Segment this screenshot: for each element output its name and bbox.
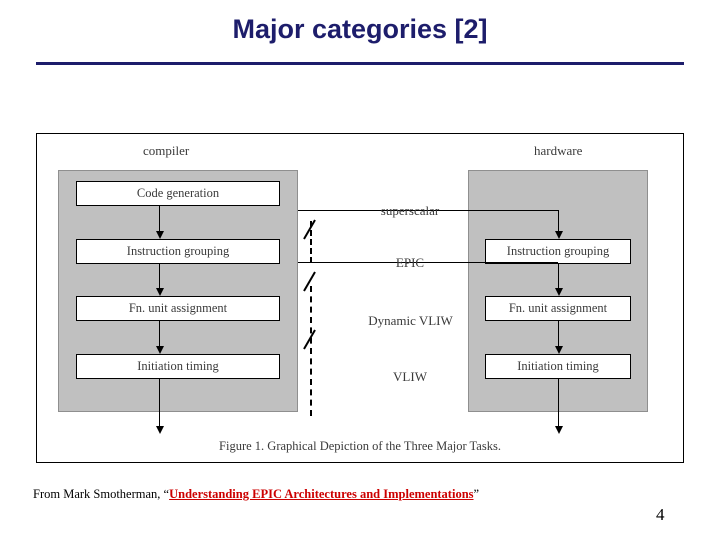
boundary-dashed-upper xyxy=(310,221,312,263)
stage-box-instruction-grouping-left: Instruction grouping xyxy=(76,239,280,264)
flow-arrow-left-3 xyxy=(155,321,164,354)
stage-box-initiation-timing-right: Initiation timing xyxy=(485,354,631,379)
connector-superscalar xyxy=(298,210,558,211)
category-label-superscalar: superscalar xyxy=(380,203,440,218)
page-title: Major categories [2] xyxy=(232,14,488,44)
flow-arrow-left-2 xyxy=(155,264,164,296)
source-link[interactable]: Understanding EPIC Architectures and Imp… xyxy=(169,487,474,501)
figure-container: compiler hardware Code generation Instru… xyxy=(36,133,684,463)
category-label-dynamic-vliw: Dynamic VLIW xyxy=(368,313,453,328)
title-divider xyxy=(36,62,684,65)
column-header-hardware: hardware xyxy=(534,143,583,158)
stage-box-initiation-timing-left: Initiation timing xyxy=(76,354,280,379)
flow-arrow-left-1 xyxy=(155,206,164,239)
flow-arrow-left-4 xyxy=(155,379,164,434)
category-label-epic: EPIC xyxy=(395,255,425,270)
source-attribution: From Mark Smotherman, “Understanding EPI… xyxy=(33,487,479,502)
stage-box-instruction-grouping-right: Instruction grouping xyxy=(485,239,631,264)
page-number: 4 xyxy=(656,505,665,524)
flow-arrow-right-3 xyxy=(554,321,563,354)
connector-epic xyxy=(298,262,558,263)
flow-arrow-right-4 xyxy=(554,379,563,434)
flow-arrow-right-1 xyxy=(554,210,563,239)
boundary-dashed-lower xyxy=(310,286,312,416)
source-suffix-text: ” xyxy=(473,487,480,501)
flow-arrow-right-2 xyxy=(554,264,563,296)
stage-box-fn-unit-assignment-left: Fn. unit assignment xyxy=(76,296,280,321)
stage-box-fn-unit-assignment-right: Fn. unit assignment xyxy=(485,296,631,321)
category-label-vliw: VLIW xyxy=(393,369,427,384)
source-prefix-text: From Mark Smotherman, “ xyxy=(33,487,170,501)
stage-box-code-generation: Code generation xyxy=(76,181,280,206)
column-header-compiler: compiler xyxy=(143,143,190,158)
figure-caption: Figure 1. Graphical Depiction of the Thr… xyxy=(219,439,501,453)
